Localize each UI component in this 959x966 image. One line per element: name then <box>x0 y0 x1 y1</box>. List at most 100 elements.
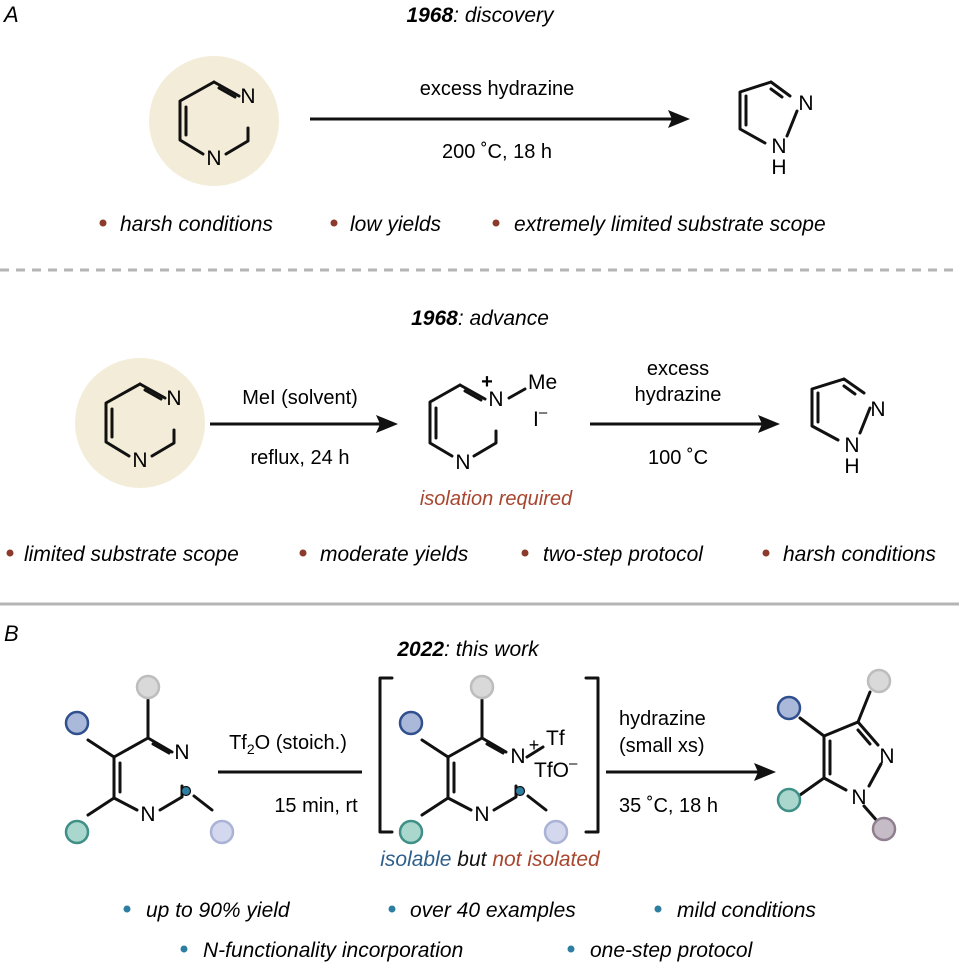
atom-n: N <box>455 451 470 474</box>
atom-n: N <box>166 387 181 410</box>
pyrazole-structure-a2: N N H <box>810 377 886 478</box>
isolability-note: isolable but not isolated <box>380 848 601 871</box>
section-a2-title: 1968: advance <box>411 307 549 330</box>
section-a-bullets: harsh conditions low yields extremely li… <box>99 213 826 236</box>
bullet-text: limited substrate scope <box>24 543 239 566</box>
bullet-text: harsh conditions <box>783 543 936 566</box>
arrow-a2-2-conditions-bottom: 100 ˚C <box>648 447 708 469</box>
pyrimidine-highlight-a <box>149 56 279 186</box>
bullet-dot <box>492 219 500 227</box>
left-bracket <box>378 676 394 834</box>
right-bracket <box>584 676 600 834</box>
bullet-dot <box>521 549 529 557</box>
substituent-navy <box>398 710 424 736</box>
arrow-b-2-conditions-top-1: hydrazine <box>619 708 706 730</box>
bullet-dot <box>6 549 14 557</box>
arrowhead <box>754 763 776 781</box>
arrowhead <box>758 415 780 433</box>
substituent-gray <box>469 674 495 700</box>
bullet-dot <box>299 549 307 557</box>
atom-h: H <box>844 455 859 478</box>
bullet-text: over 40 examples <box>410 899 576 922</box>
pyrimidinium-structure: N + Me I– N <box>428 371 557 474</box>
bullet-dot <box>180 945 188 953</box>
arrow-a-conditions-top: excess hydrazine <box>420 78 575 100</box>
section-b-label: B <box>4 621 19 646</box>
atom-n: N <box>851 786 866 809</box>
atom-n: N <box>132 449 147 472</box>
atom-n: N <box>879 745 894 768</box>
triflyl-label: Tf <box>546 727 565 750</box>
bullet-text: extremely limited substrate scope <box>514 213 826 236</box>
substituent-navy <box>776 695 802 721</box>
bullet-dot <box>123 905 131 913</box>
substituent-gray <box>135 674 161 700</box>
substituted-pyrimidine: N N <box>64 674 235 845</box>
methyl-label: Me <box>528 371 557 394</box>
atom-n: N <box>771 135 786 158</box>
atom-n: N <box>240 85 255 108</box>
arrowhead <box>668 110 690 128</box>
arrow-a2-1-conditions-bottom: reflux, 24 h <box>251 447 350 469</box>
atom-n: N <box>140 803 155 826</box>
arrow-a-conditions-bottom: 200 ˚C, 18 h <box>442 141 552 163</box>
iodide-label: I– <box>533 404 548 431</box>
arrow-b-1-conditions-bottom: 15 min, rt <box>274 795 358 817</box>
substituent-teal <box>776 787 802 813</box>
atom-n: N <box>844 434 859 457</box>
bullet-dot <box>762 549 770 557</box>
bullet-dot <box>567 945 575 953</box>
section-b-title-rest: : this work <box>444 638 540 661</box>
arrow-a2-2-conditions-top-2: hydrazine <box>635 384 722 406</box>
bullet-dot <box>654 905 662 913</box>
bullet-dot <box>330 219 338 227</box>
arrow-b-2-conditions-top-2: (small xs) <box>619 735 705 757</box>
atom-n: N <box>870 398 885 421</box>
substituent-gray <box>866 668 892 694</box>
bullet-dot <box>99 219 107 227</box>
atom-n: N <box>474 803 489 826</box>
atom-n: N <box>488 388 503 411</box>
reactive-site-marker <box>180 785 192 797</box>
pyrimidine-structure-a: N N <box>178 80 256 170</box>
substituent-navy <box>64 710 90 736</box>
pyrazole-structure-a: N N H <box>738 80 814 179</box>
atom-n: N <box>798 92 813 115</box>
substituent-teal <box>64 819 90 845</box>
triflate-label: TfO– <box>534 755 578 782</box>
atom-n: N <box>174 741 189 764</box>
triflyl-pyrimidinium-intermediate: N + Tf TfO– N <box>398 674 578 845</box>
bullet-text: two-step protocol <box>543 543 704 566</box>
substituent-mauve <box>871 816 897 842</box>
arrow-a2-1-conditions-top: MeI (solvent) <box>242 387 358 409</box>
section-a-title: 1968: discovery <box>406 4 555 27</box>
pyrimidine-structure-a2: N N <box>104 382 182 472</box>
substituent-lavender <box>543 819 569 845</box>
bullet-text: N-functionality incorporation <box>203 939 463 962</box>
bullet-text: low yields <box>350 213 442 236</box>
pyrimidine-highlight-a2 <box>75 358 205 488</box>
section-a-title-rest: : discovery <box>453 4 555 27</box>
section-a2-year: 1968 <box>411 307 458 330</box>
section-b-year: 2022 <box>396 638 444 661</box>
positive-charge: + <box>481 371 493 393</box>
bullet-text: mild conditions <box>677 899 816 922</box>
positive-charge: + <box>529 735 540 755</box>
bullet-dot <box>388 905 396 913</box>
atom-h: H <box>771 156 786 179</box>
substituent-teal <box>398 819 424 845</box>
bullet-text: moderate yields <box>320 543 469 566</box>
atom-n: N <box>510 745 525 768</box>
section-a-label: A <box>2 2 19 27</box>
section-a2-bullets: limited substrate scope moderate yields … <box>6 543 936 566</box>
reactive-site-marker <box>514 785 526 797</box>
bullet-text: up to 90% yield <box>146 899 291 922</box>
atom-n: N <box>206 147 221 170</box>
arrow-a2-2-conditions-top-1: excess <box>647 358 709 380</box>
section-b-bullets: up to 90% yield over 40 examples mild co… <box>123 899 816 962</box>
arrow-b-1-conditions-top: Tf2O (stoich.) <box>229 732 347 757</box>
substituted-pyrazole: N N <box>776 668 897 842</box>
section-a2-title-rest: : advance <box>458 307 549 330</box>
arrowhead <box>376 415 398 433</box>
